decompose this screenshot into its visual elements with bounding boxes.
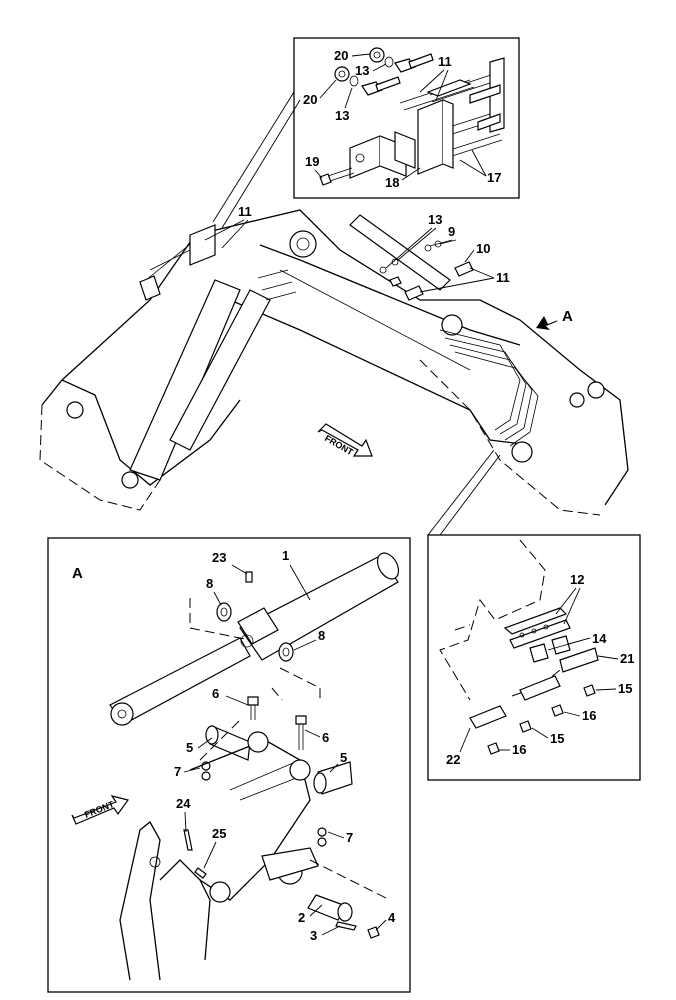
callout-label: 23 [212, 550, 226, 565]
callout-label: 11 [496, 270, 510, 285]
pin-part [183, 829, 357, 931]
front-arrow: FRONT [71, 795, 130, 825]
inset-right: 12 14 21 15 16 15 22 16 [427, 449, 641, 781]
inset-right-frame [427, 534, 641, 781]
callout-label: 18 [385, 175, 399, 190]
cylinder-part [129, 214, 451, 481]
callout-label: 13 [335, 108, 349, 123]
callout-label: 1 [282, 548, 289, 563]
cylinder-part [109, 552, 400, 726]
bolt-part [487, 684, 596, 755]
fitting-part [361, 53, 434, 96]
boom-outline [41, 379, 241, 486]
pin-hub [66, 230, 605, 489]
callout-label: 20 [334, 48, 348, 63]
callout-label: 16 [512, 742, 526, 757]
callout-label: 21 [620, 651, 634, 666]
callout-label: 16 [582, 708, 596, 723]
phantom-line [189, 598, 391, 901]
boom-outline [279, 269, 471, 371]
callout-label: 25 [212, 826, 226, 841]
callout-label: 17 [487, 170, 501, 185]
callout-label: 11 [238, 204, 252, 219]
boom-outline [229, 299, 531, 446]
detail-a-title: A [72, 565, 83, 582]
nut-part [334, 47, 385, 82]
callout-label: 14 [592, 631, 607, 646]
boom-bracket [119, 731, 319, 981]
detail-a-view: A [47, 537, 411, 993]
inset-right-connector [427, 449, 495, 536]
o-ring-part [349, 56, 394, 87]
callout-label: 8 [318, 628, 325, 643]
callout-label: 10 [476, 241, 490, 256]
fitting-part [379, 240, 474, 301]
inset-right-connector [439, 454, 501, 536]
detail-a-frame [47, 537, 411, 993]
callout-label: 7 [174, 764, 181, 779]
pin-part [205, 725, 353, 922]
inset-top-frame [293, 37, 520, 199]
callout-label: 20 [303, 92, 317, 107]
svg-text:FRONT: FRONT [83, 799, 116, 820]
callout-label: 5 [186, 740, 193, 755]
callout-label: 13 [355, 63, 369, 78]
bracket-plate-part [469, 647, 599, 729]
washer-part [216, 602, 294, 662]
callout-label: 11 [438, 54, 452, 69]
inset-top-connector [212, 91, 295, 223]
callout-label: 3 [310, 928, 317, 943]
bolt-part [319, 167, 355, 186]
callout-label: 5 [340, 750, 347, 765]
clamp-block-part [139, 224, 297, 301]
clamp-block-part [349, 79, 472, 179]
view-a-label: A [562, 308, 573, 325]
callout-label: 24 [176, 796, 191, 811]
callout-label: 13 [428, 212, 442, 227]
callout-label: 15 [618, 681, 632, 696]
callout-label: 8 [206, 576, 213, 591]
callout-label: 22 [446, 752, 460, 767]
callout-label: 15 [550, 731, 564, 746]
boom-outline [259, 244, 521, 346]
callout-label: 12 [570, 572, 584, 587]
callout-label: 6 [322, 730, 329, 745]
callout-label: 9 [448, 224, 455, 239]
phantom-line [39, 359, 601, 516]
callout-label: 4 [388, 910, 396, 925]
callout-label: 7 [346, 830, 353, 845]
inset-top-connector [221, 99, 301, 229]
callout-label: 6 [212, 686, 219, 701]
phantom-line [439, 539, 546, 701]
view-a-arrow [536, 316, 558, 330]
bolt-part [247, 696, 380, 939]
clamp-block-part [503, 607, 571, 649]
main-boom-view: FRONT 11 13 9 10 11 A [39, 204, 629, 516]
front-arrow: FRONT [317, 423, 373, 457]
grease-nipple-part [245, 571, 253, 583]
callout-label: 2 [298, 910, 305, 925]
spacer-part [529, 635, 571, 663]
hydraulic-pipe [139, 231, 539, 447]
callout-label: 19 [305, 154, 319, 169]
inset-top: 20 13 20 13 11 19 18 17 [212, 37, 520, 229]
bracket-plate-part [469, 57, 505, 133]
